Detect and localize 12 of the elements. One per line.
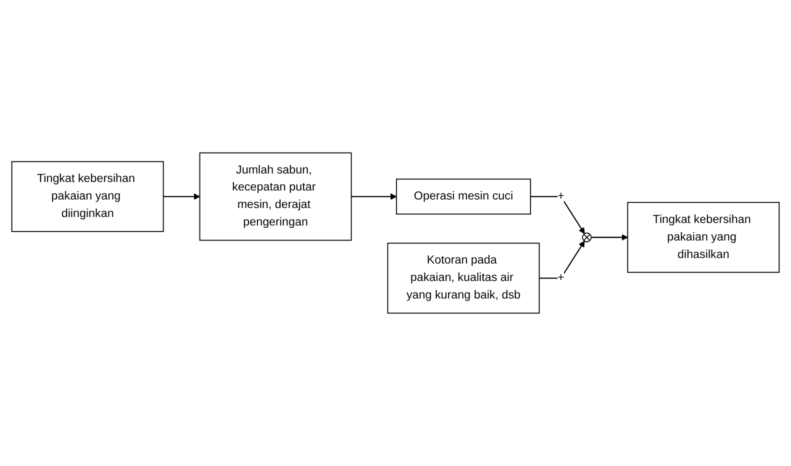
node-box: Tingkat kebersihan pakaian yang dihasilkan xyxy=(627,202,780,273)
arrow xyxy=(530,196,585,234)
arrow xyxy=(163,193,200,200)
node-box: Operasi mesin cuci xyxy=(396,178,531,215)
node-box: Jumlah sabun, kecepatan putar mesin, derajat pengeringan xyxy=(199,152,352,241)
node-box: Tingkat kebersihan pakaian yang diinginkan xyxy=(11,161,164,232)
edge-label: + xyxy=(557,272,564,284)
node-box: Kotoran pada pakaian, kualitas air yang kurang baik, dsb xyxy=(387,242,540,314)
edge-label: + xyxy=(557,190,564,202)
arrow xyxy=(591,234,628,241)
arrow xyxy=(539,240,585,279)
arrow xyxy=(351,193,397,200)
